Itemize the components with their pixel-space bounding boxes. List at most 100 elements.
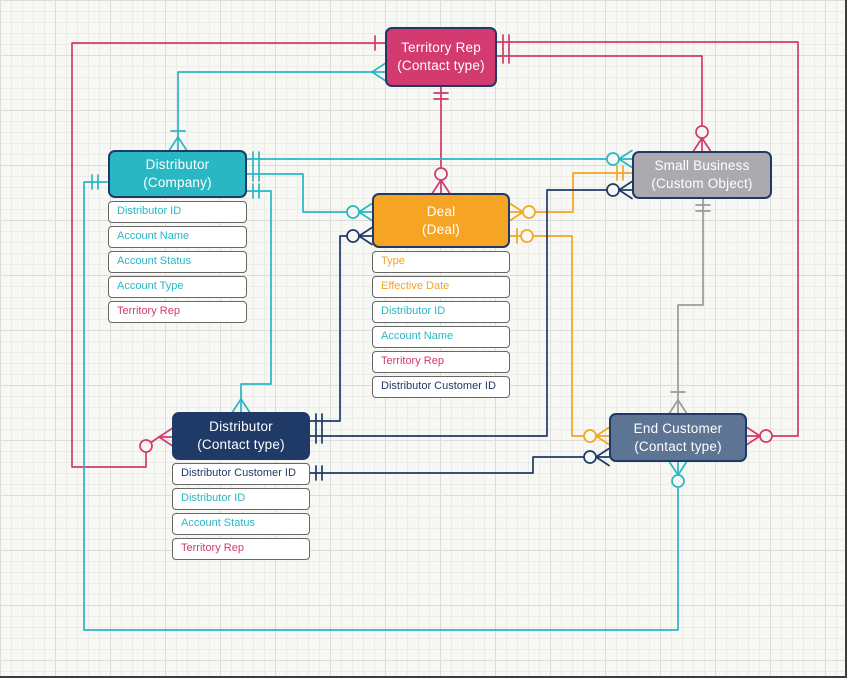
connector-marker (440, 179, 451, 194)
entity-subtitle: (Contact type) (634, 438, 722, 454)
cardinality-circle (522, 205, 536, 219)
connector-line (496, 41, 799, 437)
entity-subtitle: (Contact type) (397, 58, 485, 73)
connector-line (309, 456, 597, 474)
field-row[interactable]: Territory Rep (108, 301, 247, 323)
field-row[interactable]: Distributor ID (172, 488, 310, 510)
field-row[interactable]: Distributor Customer ID (372, 376, 510, 398)
connector-distributorcontact-deal[interactable] (309, 226, 373, 429)
field-row[interactable]: Account Name (372, 326, 510, 348)
field-row[interactable]: Account Type (108, 276, 247, 298)
connector-line (677, 198, 704, 401)
field-row[interactable]: Account Status (172, 513, 310, 535)
field-row[interactable]: Distributor Customer ID (172, 463, 310, 485)
connector-marker (701, 137, 712, 152)
connector-line (522, 172, 633, 213)
field-row[interactable]: Territory Rep (172, 538, 310, 560)
connector-marker (746, 426, 761, 437)
connector-marker (618, 180, 633, 191)
connector-territoryrep-smallbusiness[interactable] (496, 48, 712, 152)
connector-marker (595, 456, 610, 467)
connector-distributorcompany-endcustomer[interactable] (83, 174, 688, 631)
cardinality-circle (695, 125, 709, 139)
connector-distributorcontact-smallbusiness[interactable] (309, 180, 633, 444)
entity-subtitle: (Custom Object) (651, 176, 753, 191)
entity-header: Territory Rep (Contact type) (385, 27, 497, 87)
cardinality-circle (671, 474, 685, 488)
cardinality-circle (583, 450, 597, 464)
connector-distributorcompany-smallbusiness[interactable] (246, 149, 633, 169)
cardinality-circle (583, 429, 597, 443)
connector-territoryrep-distributorcontact[interactable] (71, 35, 386, 468)
entity-distributor-contact[interactable]: Distributor (Contact type) Distributor C… (172, 412, 310, 560)
entity-header: Small Business (Custom Object) (632, 151, 772, 199)
cardinality-circle (606, 183, 620, 197)
connector-marker (677, 461, 688, 476)
field-row[interactable]: Account Status (108, 251, 247, 273)
connector-line (246, 173, 360, 213)
entity-header: Deal (Deal) (372, 193, 510, 248)
entity-title: End Customer (633, 420, 723, 436)
field-row[interactable]: Account Name (108, 226, 247, 248)
field-row[interactable]: Distributor ID (372, 301, 510, 323)
connector-marker (595, 435, 610, 446)
connector-distributorcompany-deal[interactable] (246, 166, 373, 222)
connector-territoryrep-deal[interactable] (431, 86, 451, 194)
cardinality-circle (520, 229, 534, 243)
connector-marker (595, 447, 610, 458)
connector-marker (158, 427, 173, 438)
connector-marker (231, 398, 242, 413)
connector-marker (746, 435, 761, 446)
connector-marker (509, 211, 524, 222)
connector-marker (677, 399, 688, 414)
connector-territoryrep-endcustomer[interactable] (496, 34, 799, 446)
entity-fields: Distributor Customer ID Distributor ID Acc… (172, 463, 310, 560)
entity-header: Distributor (Contact type) (172, 412, 310, 460)
entity-subtitle: (Deal) (422, 221, 460, 237)
connector-marker (358, 202, 373, 213)
field-row[interactable]: Territory Rep (372, 351, 510, 373)
connector-marker (595, 426, 610, 437)
entity-header: End Customer (Contact type) (609, 413, 747, 462)
cardinality-circle (346, 229, 360, 243)
connector-line (177, 71, 373, 138)
entity-title: Deal (426, 203, 456, 219)
connector-marker (618, 189, 633, 200)
entity-small-business[interactable]: Small Business (Custom Object) (632, 151, 772, 202)
connector-marker (509, 202, 524, 213)
connector-marker (158, 436, 173, 447)
connector-deal-smallbusiness[interactable] (509, 165, 633, 222)
cardinality-circle (434, 167, 448, 181)
connector-marker (358, 235, 373, 246)
connector-distributorcontact-endcustomer[interactable] (309, 447, 610, 481)
entity-end-customer[interactable]: End Customer (Contact type) (609, 413, 747, 465)
entity-distributor-company[interactable]: Distributor (Company) Distributor ID Acco… (108, 150, 247, 323)
connector-marker (177, 136, 188, 151)
connector-territoryrep-distributorcompany[interactable] (168, 62, 386, 151)
entity-subtitle: (Company) (143, 175, 212, 190)
entity-title: Distributor (145, 157, 210, 173)
connector-line (496, 55, 703, 139)
connector-marker (692, 137, 703, 152)
connector-distributorcompany-distributorcontact[interactable] (231, 183, 272, 413)
entity-territory-rep[interactable]: Territory Rep (Contact type) (385, 27, 497, 90)
field-row[interactable]: Effective Date (372, 276, 510, 298)
connector-marker (618, 158, 633, 169)
connector-marker (668, 399, 679, 414)
connector-marker (168, 136, 179, 151)
entity-subtitle: (Contact type) (197, 437, 285, 452)
connector-marker (358, 226, 373, 237)
connector-line (509, 235, 597, 437)
field-row[interactable]: Distributor ID (108, 201, 247, 223)
connector-smallbusiness-endcustomer[interactable] (668, 198, 711, 414)
connector-marker (371, 62, 386, 73)
field-row[interactable]: Type (372, 251, 510, 273)
cardinality-circle (346, 205, 360, 219)
connector-deal-endcustomer[interactable] (509, 228, 610, 446)
entity-title: Territory Rep (401, 40, 481, 56)
